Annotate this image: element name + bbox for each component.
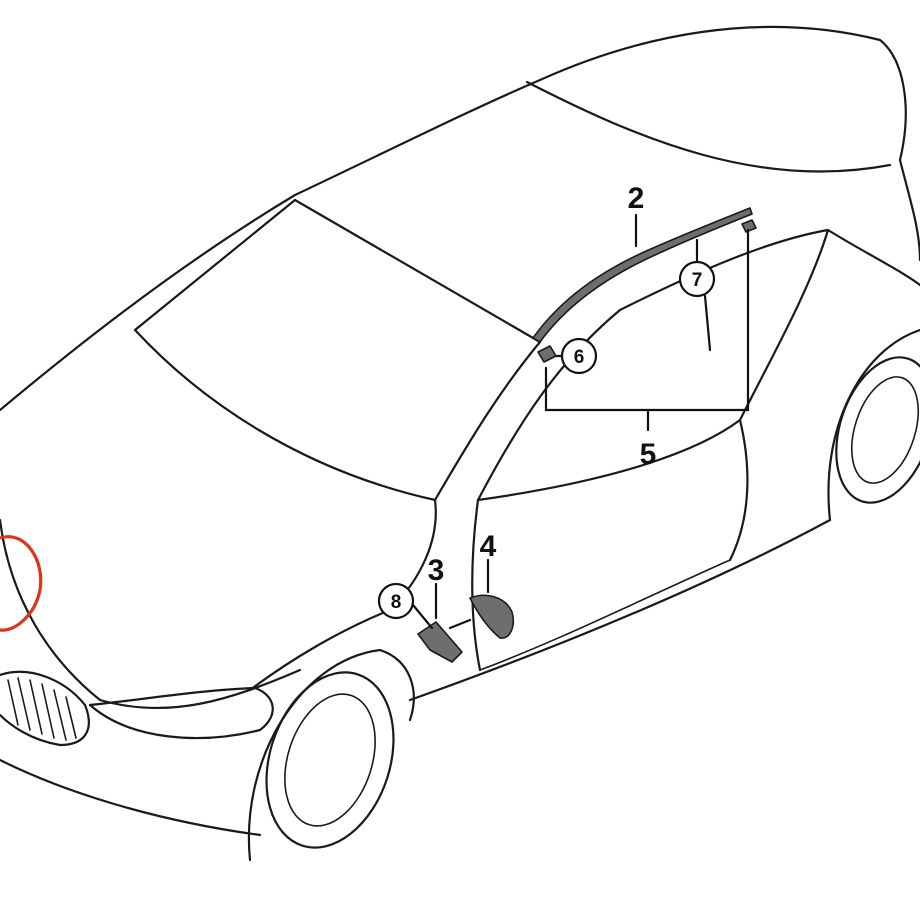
- a-pillar: [433, 340, 542, 502]
- callout-7-badge: 7: [678, 260, 716, 298]
- callout-3: 3: [428, 554, 445, 587]
- part-6-clip: [537, 345, 557, 363]
- front-wheel-arch: [247, 648, 415, 862]
- front-bumper: [0, 758, 262, 837]
- grille-slat: [29, 679, 43, 735]
- roof-front-edge: [293, 198, 542, 344]
- callout-8-badge: 8: [377, 582, 415, 620]
- callout-6-badge: 6: [560, 337, 598, 375]
- callout-6: 6: [574, 347, 585, 368]
- car-body: [0, 25, 920, 862]
- leader-7b: [703, 294, 712, 352]
- headlight: [88, 686, 274, 740]
- front-wheel-rim: [284, 693, 376, 827]
- callout-2: 2: [628, 182, 645, 215]
- hood-front: [0, 518, 302, 710]
- kidney-grille: [0, 670, 90, 747]
- callout-8: 8: [391, 592, 402, 613]
- callout-5: 5: [640, 438, 657, 471]
- red-highlight-circle: [0, 535, 43, 632]
- door-handle-line: [479, 559, 731, 671]
- callout-6-circle: [560, 337, 598, 375]
- grille-slat: [65, 696, 77, 739]
- part-3-cover: [417, 621, 463, 663]
- grille-slat: [41, 683, 55, 739]
- part-7-clip: [741, 219, 757, 233]
- callout-7-circle: [678, 260, 716, 298]
- part-4-mirror-cover: [469, 594, 515, 639]
- front-wheel: [265, 671, 395, 849]
- roof-rear-edge: [525, 80, 892, 173]
- grille-slat: [17, 677, 31, 731]
- windshield-side: [133, 198, 297, 332]
- callout-8-circle: [377, 582, 415, 620]
- callout-4: 4: [480, 530, 497, 563]
- grille-frame: [0, 670, 90, 747]
- door-front-seam: [471, 498, 482, 672]
- rear-body: [898, 158, 920, 262]
- roof-edge: [0, 25, 907, 412]
- rear-wheel: [835, 356, 920, 504]
- rear-wheel-rim: [850, 376, 920, 484]
- rear-quarter: [826, 228, 920, 287]
- callout-7: 7: [692, 270, 703, 291]
- windshield-base: [133, 328, 437, 502]
- grille-slat: [7, 679, 19, 726]
- leader-8: [411, 603, 434, 630]
- leader-8b: [448, 618, 472, 630]
- grille-slat: [53, 689, 67, 741]
- rocker-line: [408, 518, 832, 702]
- door-rear-seam: [728, 418, 749, 562]
- part-2-roof-trim: [532, 207, 753, 343]
